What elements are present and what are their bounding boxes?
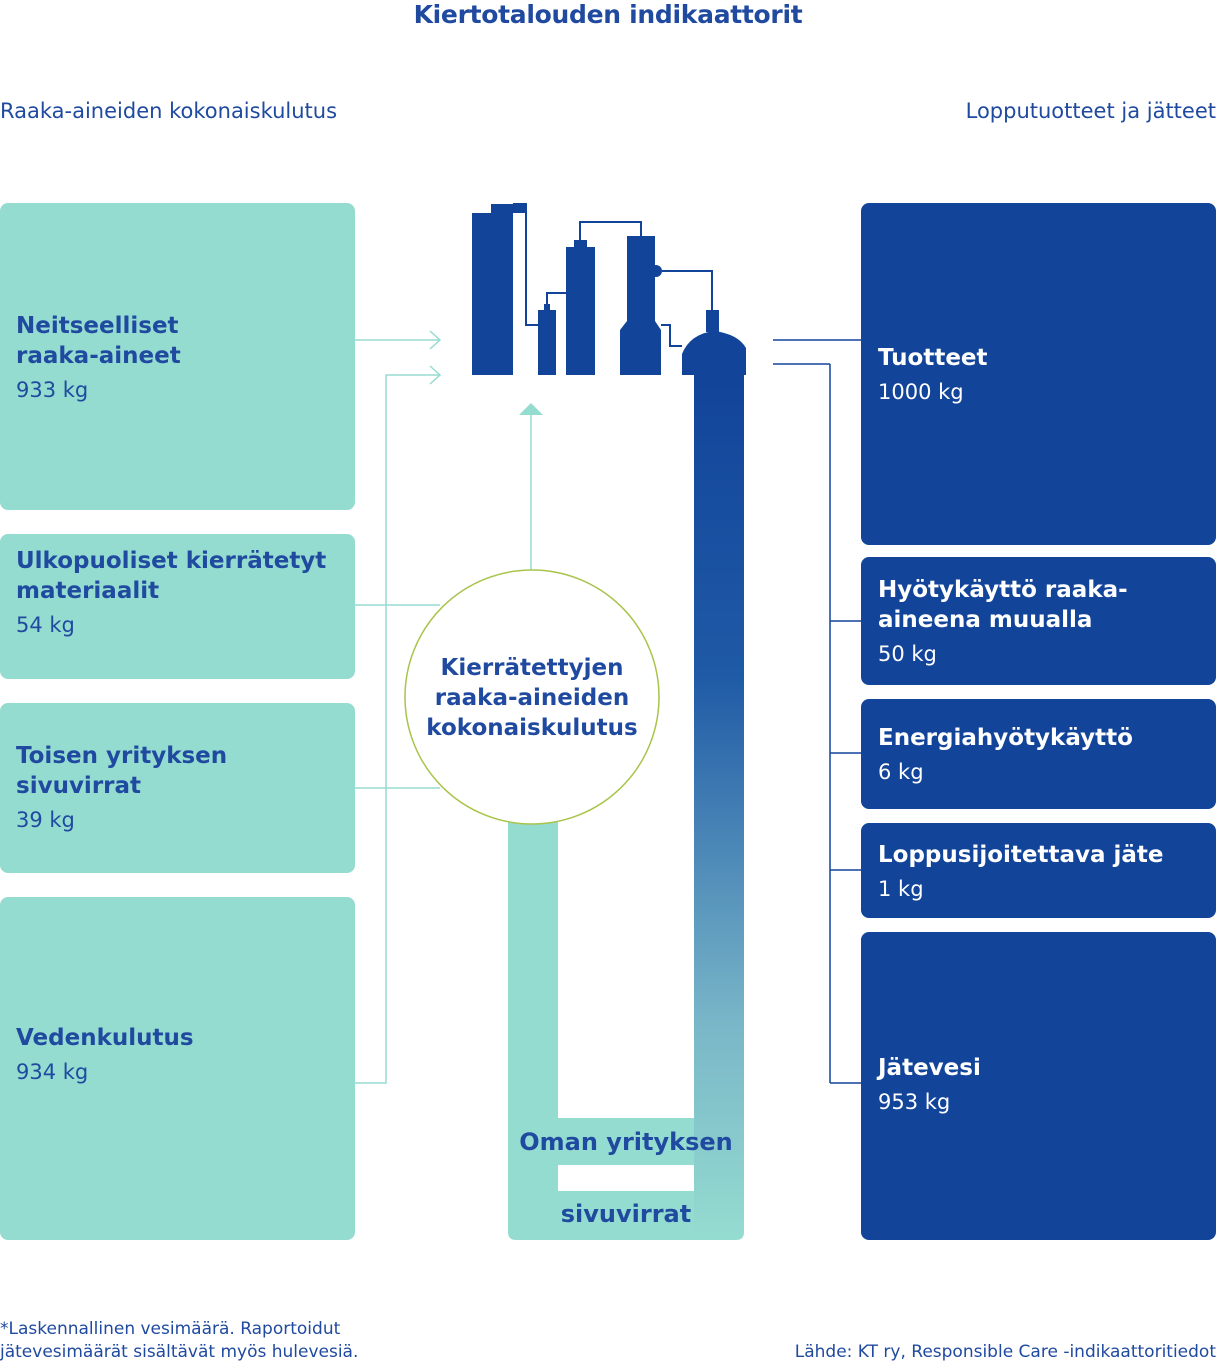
input-value: 934 kg [16, 1060, 89, 1084]
input-value: 39 kg [16, 808, 75, 832]
footnote: *Laskennallinen vesimäärä. Raportoidut j… [0, 1319, 359, 1362]
input-label: Neitseelliset raaka-aineet [16, 313, 181, 369]
recycled-circle [404, 569, 660, 825]
factory-icon [472, 204, 746, 375]
factory-pipes [513, 203, 713, 347]
input-label: Toisen yrityksen sivuvirrat [16, 743, 228, 799]
input-label: Vedenkulutus [16, 1025, 194, 1051]
input-other-company-side-streams: Toisen yrityksen sivuvirrat 39 kg [0, 703, 355, 873]
output-label: Energiahyötykäyttö [878, 725, 1133, 751]
source-note: Lähde: KT ry, Responsible Care -indikaat… [794, 1342, 1216, 1362]
input-connectors [355, 330, 532, 1084]
output-connectors [773, 339, 861, 1084]
output-products: Tuotteet 1000 kg [861, 203, 1216, 545]
output-value: 6 kg [878, 760, 924, 784]
output-reuse-elsewhere: Hyötykäyttö raaka-aineena muualla 50 kg [861, 557, 1216, 685]
input-virgin-raw-materials: Neitseelliset raaka-aineet 933 kg [0, 203, 355, 510]
input-value: 933 kg [16, 378, 89, 402]
up-arrow-icon [519, 403, 543, 415]
circle-label: Kierrätettyjen raaka-aineiden kokonaisku… [426, 655, 638, 741]
output-label: Jätevesi [878, 1055, 981, 1081]
input-label: Ulkopuoliset kierrätetyt materiaalit [16, 548, 327, 604]
left-heading: Raaka-aineiden kokonaiskulutus [0, 99, 338, 123]
side-stream-loop [508, 821, 694, 1240]
page-title: Kiertotalouden indikaattorit [413, 0, 803, 29]
output-value: 953 kg [878, 1090, 951, 1114]
output-value: 1 kg [878, 877, 924, 901]
output-value: 50 kg [878, 642, 937, 666]
loop-label-2: sivuvirrat [560, 1200, 692, 1228]
output-label: Tuotteet [878, 345, 988, 371]
output-label: Hyötykäyttö raaka-aineena muualla [878, 577, 1128, 633]
output-value: 1000 kg [878, 380, 964, 404]
input-water-consumption: Vedenkulutus 934 kg [0, 897, 355, 1240]
return-pipe [694, 372, 744, 1240]
output-energy-recovery: Energiahyötykäyttö 6 kg [861, 699, 1216, 809]
loop-label-1: Oman yrityksen [519, 1128, 733, 1156]
output-label: Loppusijoitettava jäte [878, 842, 1164, 868]
right-heading: Lopputuotteet ja jätteet [965, 99, 1216, 123]
output-wastewater: Jätevesi 953 kg [861, 932, 1216, 1240]
input-value: 54 kg [16, 613, 75, 637]
input-external-recycled: Ulkopuoliset kierrätetyt materiaalit 54 … [0, 534, 355, 679]
output-landfill-waste: Loppusijoitettava jäte 1 kg [861, 823, 1216, 918]
